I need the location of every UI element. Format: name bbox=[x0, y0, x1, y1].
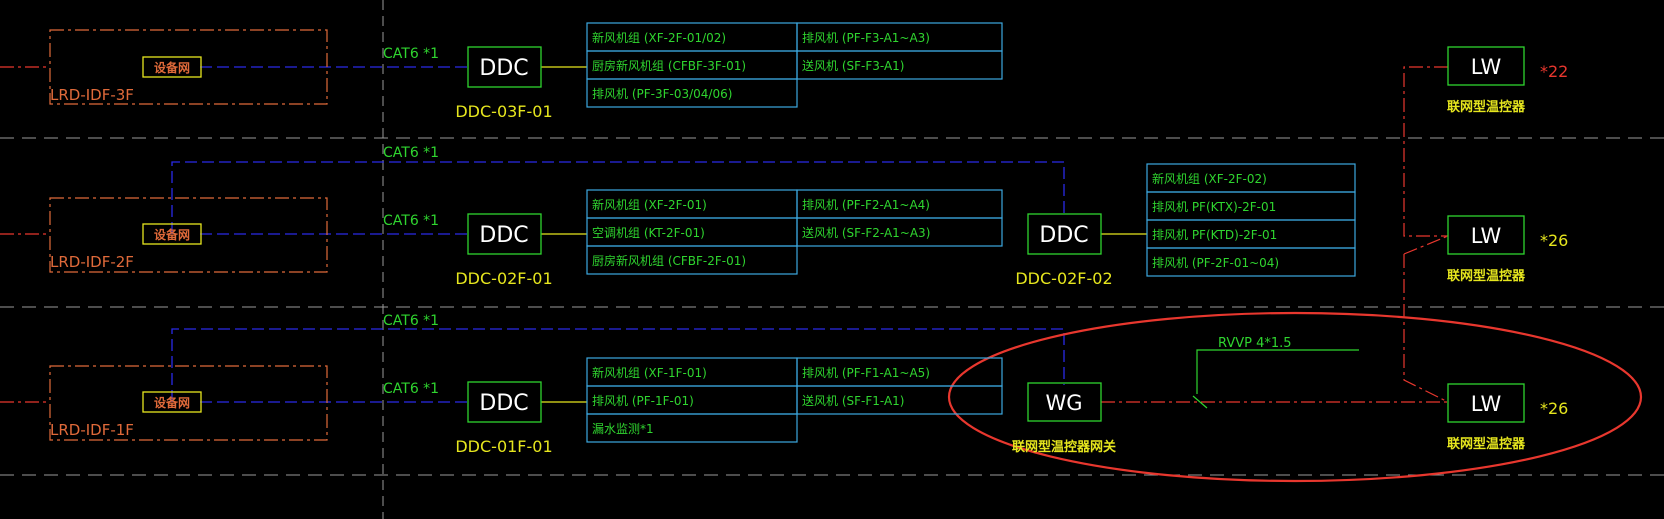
table-cell-text: 漏水监测*1 bbox=[592, 422, 654, 436]
switch-box bbox=[142, 56, 202, 78]
equipment-table: 新风机组 (XF-2F-01/02) 厨房新风机组 (CFBF-3F-01) 排风机… bbox=[586, 22, 1003, 108]
lw-box-text: LW bbox=[1471, 224, 1502, 248]
right-groups: DDC DDC-02F-02 新风机组 (XF-2F-02) 排风机 PF(KTX)-… bbox=[1012, 46, 1568, 455]
lw-quantity: *22 bbox=[1540, 62, 1568, 81]
ddc-box bbox=[467, 213, 542, 255]
ddc-box bbox=[467, 46, 542, 88]
rvvp-leader bbox=[1192, 349, 1359, 409]
table-cell-text: 排风机 PF(KTD)-2F-01 bbox=[1152, 228, 1277, 242]
lw-riser-line bbox=[1403, 66, 1448, 237]
lw-box-text: LW bbox=[1471, 55, 1502, 79]
wg-name: 联网型温控器网关 bbox=[1012, 439, 1116, 455]
cable-label: CAT6 *1 bbox=[383, 213, 439, 229]
table-cell-text: 新风机组 (XF-2F-01) bbox=[592, 197, 707, 212]
table-cell-text: 新风机组 (XF-1F-01) bbox=[592, 365, 707, 380]
floor-groups: 设备网 LRD-IDF-3F CAT6 *1 DDC DDC-03F-01 新风机组 (X… bbox=[50, 22, 1003, 456]
ddc-name: DDC-02F-01 bbox=[455, 269, 552, 288]
table-cell bbox=[586, 413, 798, 443]
lw-box bbox=[1447, 383, 1525, 423]
bus-label-wg: CAT6 *1 bbox=[383, 313, 439, 329]
switch-label: 设备网 bbox=[154, 227, 190, 242]
lw-quantity: *26 bbox=[1540, 231, 1568, 250]
ddc-02f-02-group: DDC DDC-02F-02 新风机组 (XF-2F-02) 排风机 PF(KTX)-… bbox=[1015, 163, 1356, 288]
ddc-box-text: DDC bbox=[479, 223, 528, 248]
lw-name: 联网型温控器 bbox=[1447, 268, 1526, 284]
lw-unit-group: LW 联网型温控器 *26 bbox=[1447, 215, 1568, 284]
highlight-ellipse bbox=[947, 311, 1643, 483]
ddc-name: DDC-01F-01 bbox=[455, 437, 552, 456]
cable-label: CAT6 *1 bbox=[383, 46, 439, 62]
floor-group-2f: 设备网 LRD-IDF-2F CAT6 *1 DDC DDC-02F-01 新风机组 (X… bbox=[50, 189, 1003, 288]
table-cell-text: 厨房新风机组 (CFBF-2F-01) bbox=[592, 253, 746, 268]
switch-box bbox=[142, 391, 202, 413]
table-cell-text: 送风机 (SF-F2-A1~A3) bbox=[802, 225, 930, 240]
equipment-table: 新风机组 (XF-1F-01) 排风机 (PF-1F-01) 漏水监测*1 排风机 (… bbox=[586, 357, 1003, 443]
idf-panel-label: LRD-IDF-2F bbox=[50, 253, 134, 271]
lw-quantity: *26 bbox=[1540, 399, 1568, 418]
table-cell-text: 排风机 (PF-1F-01) bbox=[592, 394, 694, 408]
lw-branch-line bbox=[1403, 235, 1449, 255]
ddc-box-text: DDC bbox=[479, 391, 528, 416]
idf-panel-label: LRD-IDF-1F bbox=[50, 421, 134, 439]
wg-box-text: WG bbox=[1045, 391, 1082, 415]
table-cell-text: 排风机 (PF-3F-03/04/06) bbox=[592, 87, 732, 101]
equipment-table: 新风机组 (XF-2F-01) 空调机组 (KT-2F-01) 厨房新风机组 (CF… bbox=[586, 189, 1003, 275]
table-cell-text: 排风机 (PF-F1-A1~A5) bbox=[802, 366, 930, 380]
table-cell-text: 厨房新风机组 (CFBF-3F-01) bbox=[592, 58, 746, 73]
ddc-table-connectors bbox=[541, 66, 1147, 403]
rvvp-label: RVVP 4*1.5 bbox=[1218, 336, 1292, 351]
table-cell bbox=[586, 78, 798, 108]
table-cell-text: 送风机 (SF-F3-A1) bbox=[802, 58, 904, 73]
switch-box bbox=[142, 223, 202, 245]
idf-panel-1f bbox=[49, 365, 328, 441]
idf-panel-2f bbox=[49, 197, 328, 273]
bus-line-ddc2 bbox=[171, 161, 1065, 234]
ddc-box-text: DDC bbox=[479, 56, 528, 81]
bus-label-ddc2: CAT6 *1 bbox=[383, 145, 439, 161]
table-cell-text: 送风机 (SF-F1-A1) bbox=[802, 393, 904, 408]
table-cell-text: 空调机组 (KT-2F-01) bbox=[592, 226, 705, 240]
ddc2-box bbox=[1027, 213, 1102, 255]
lw-riser-line-lower bbox=[1403, 254, 1449, 403]
ddc2-box-text: DDC bbox=[1039, 223, 1088, 248]
wg-box bbox=[1027, 382, 1102, 422]
table-cell bbox=[796, 50, 1003, 80]
table-cell-text: 排风机 (PF-2F-01~04) bbox=[1152, 256, 1279, 270]
idf-panel-3f bbox=[49, 29, 328, 105]
wg-gateway-group: WG 联网型温控器网关 RVVP 4*1.5 bbox=[1012, 336, 1292, 455]
floor-group-1f: 设备网 LRD-IDF-1F CAT6 *1 DDC DDC-01F-01 新风机组 (X… bbox=[50, 357, 1003, 456]
rvvp-leader-line bbox=[1196, 349, 1359, 394]
rvvp-tick bbox=[1192, 395, 1208, 409]
table-cell-text: 排风机 (PF-F2-A1~A4) bbox=[802, 198, 930, 212]
lw-box bbox=[1447, 46, 1525, 86]
lw-box-text: LW bbox=[1471, 392, 1502, 416]
network-bus-lines bbox=[171, 66, 1065, 403]
idf-panels bbox=[49, 29, 328, 441]
lw-name: 联网型温控器 bbox=[1447, 99, 1526, 115]
switch-label: 设备网 bbox=[154, 60, 190, 75]
lw-unit-group: LW 联网型温控器 *22 bbox=[1447, 46, 1568, 115]
lw-unit-group: LW 联网型温控器 *26 bbox=[1447, 383, 1568, 452]
floor-group-3f: 设备网 LRD-IDF-3F CAT6 *1 DDC DDC-03F-01 新风机组 (X… bbox=[50, 22, 1003, 121]
table-cell-text: 排风机 PF(KTX)-2F-01 bbox=[1152, 200, 1276, 214]
field-wiring-lines bbox=[0, 66, 1449, 403]
table-cell-text: 排风机 (PF-F3-A1~A3) bbox=[802, 31, 930, 45]
ddc-name: DDC-03F-01 bbox=[455, 102, 552, 121]
table-cell-text: 新风机组 (XF-2F-02) bbox=[1152, 171, 1267, 186]
bus-line-wg bbox=[171, 328, 1065, 402]
table-cell-text: 新风机组 (XF-2F-01/02) bbox=[592, 30, 726, 45]
lw-name: 联网型温控器 bbox=[1447, 436, 1526, 452]
table-cell bbox=[586, 245, 798, 275]
ddc-box bbox=[467, 381, 542, 423]
table-cell bbox=[796, 217, 1003, 247]
idf-panel-label: LRD-IDF-3F bbox=[50, 86, 134, 104]
cable-label: CAT6 *1 bbox=[383, 381, 439, 397]
lw-box bbox=[1447, 215, 1525, 255]
switch-label: 设备网 bbox=[154, 395, 190, 410]
table-cell bbox=[796, 385, 1003, 415]
table-cell bbox=[1146, 247, 1356, 277]
ddc2-name: DDC-02F-02 bbox=[1015, 269, 1112, 288]
